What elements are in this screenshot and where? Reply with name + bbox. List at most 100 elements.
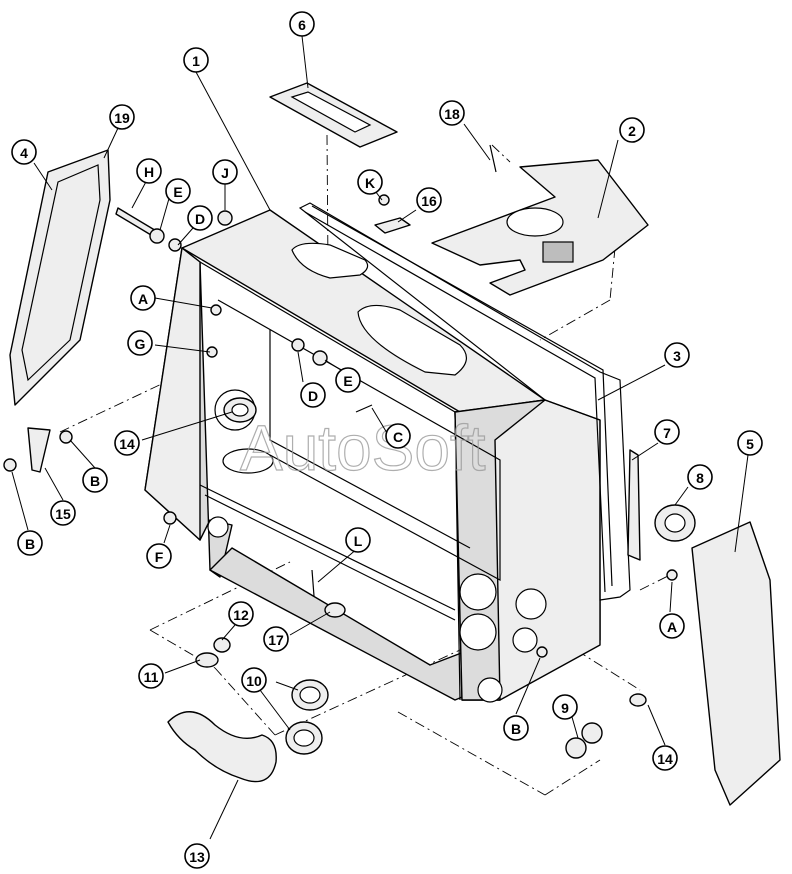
callout-label: 7 [663, 425, 671, 441]
side-panel-part-4 [9, 149, 111, 406]
callout-c8: 8 [687, 464, 713, 490]
callout-c13: 13 [184, 843, 210, 869]
callout-cG: G [127, 330, 153, 356]
callout-circle [146, 543, 172, 569]
callout-cBc: B [503, 715, 529, 741]
callout-circle [619, 117, 645, 143]
callout-label: 1 [192, 53, 200, 69]
callout-circle [664, 342, 690, 368]
callout-label: 14 [119, 436, 135, 452]
callout-cK: K [357, 169, 383, 195]
callout-label: A [667, 619, 677, 635]
callout-c6: 6 [289, 11, 315, 37]
callout-label: A [138, 291, 148, 307]
callout-label: E [343, 373, 352, 389]
callout-cEb: E [165, 178, 191, 204]
callout-label: 13 [189, 849, 205, 865]
callout-c2: 2 [619, 117, 645, 143]
callout-c7: 7 [654, 419, 680, 445]
callout-circle [50, 500, 76, 526]
callout-circle [503, 715, 529, 741]
callout-label: G [135, 336, 146, 352]
callout-c11: 11 [138, 663, 164, 689]
callout-circle [416, 187, 442, 213]
callout-label: 6 [298, 17, 306, 33]
callout-circle [439, 100, 465, 126]
plate-part-6 [269, 82, 398, 148]
callout-circle [687, 464, 713, 490]
callout-label: 14 [657, 751, 673, 767]
callout-label: 17 [268, 632, 284, 648]
callout-circle [187, 205, 213, 231]
callout-label: 10 [246, 673, 262, 689]
callout-circle [357, 169, 383, 195]
callout-cAb: A [659, 613, 685, 639]
callout-circle [385, 423, 411, 449]
callout-label: 18 [444, 106, 460, 122]
callout-circle [165, 178, 191, 204]
callout-c16: 16 [416, 187, 442, 213]
callout-label: F [155, 549, 164, 565]
callout-cBa: B [82, 467, 108, 493]
callout-circle [300, 382, 326, 408]
callout-label: J [221, 165, 229, 181]
callout-circle [138, 663, 164, 689]
callout-c9: 9 [552, 694, 578, 720]
callout-label: 9 [561, 700, 569, 716]
callout-cL: L [345, 527, 371, 553]
callout-circle [11, 139, 37, 165]
callouts: 1234567891011121314141516171819AABBBCDDE… [11, 11, 763, 869]
side-panel-part-5 [691, 521, 781, 806]
callout-cJ: J [212, 159, 238, 185]
callout-label: 3 [673, 348, 681, 364]
callout-circle [212, 159, 238, 185]
callout-circle [114, 430, 140, 456]
cover-plate-part-2 [431, 159, 649, 296]
callout-cAa: A [130, 285, 156, 311]
callout-cDb: D [187, 205, 213, 231]
callout-c1: 1 [183, 47, 209, 73]
callout-label: 12 [233, 607, 249, 623]
callout-circle [82, 467, 108, 493]
callout-c4: 4 [11, 139, 37, 165]
callout-c18: 18 [439, 100, 465, 126]
callout-c14b: 14 [652, 745, 678, 771]
callout-label: 2 [628, 123, 636, 139]
callout-label: 15 [55, 506, 71, 522]
gasket-part-3 [298, 202, 631, 601]
callout-label: D [308, 388, 318, 404]
leader-lines [11, 35, 749, 840]
callout-circle [127, 330, 153, 356]
callout-cC: C [385, 423, 411, 449]
callout-c12: 12 [228, 601, 254, 627]
callout-cH: H [136, 158, 162, 184]
callout-c19: 19 [109, 104, 135, 130]
callout-label: 16 [421, 193, 437, 209]
callout-circle [552, 694, 578, 720]
callout-label: 11 [144, 669, 159, 685]
hose-part-13 [167, 711, 277, 783]
callout-circle [263, 626, 289, 652]
callout-c14a: 14 [114, 430, 140, 456]
callout-circle [228, 601, 254, 627]
callout-cDa: D [300, 382, 326, 408]
callout-label: B [511, 721, 521, 737]
callout-circle [109, 104, 135, 130]
callout-label: D [195, 211, 205, 227]
callout-circle [183, 47, 209, 73]
callout-circle [136, 158, 162, 184]
callout-c5: 5 [737, 430, 763, 456]
callout-label: C [393, 429, 403, 445]
callout-label: K [365, 175, 375, 191]
callout-circle [654, 419, 680, 445]
callout-label: L [354, 533, 363, 549]
callout-circle [17, 530, 43, 556]
callout-label: B [25, 536, 35, 552]
watermark: AutoSoft [240, 412, 486, 484]
callout-label: B [90, 473, 100, 489]
callout-label: H [144, 164, 154, 180]
callout-circle [241, 667, 267, 693]
callout-label: 4 [20, 145, 28, 161]
